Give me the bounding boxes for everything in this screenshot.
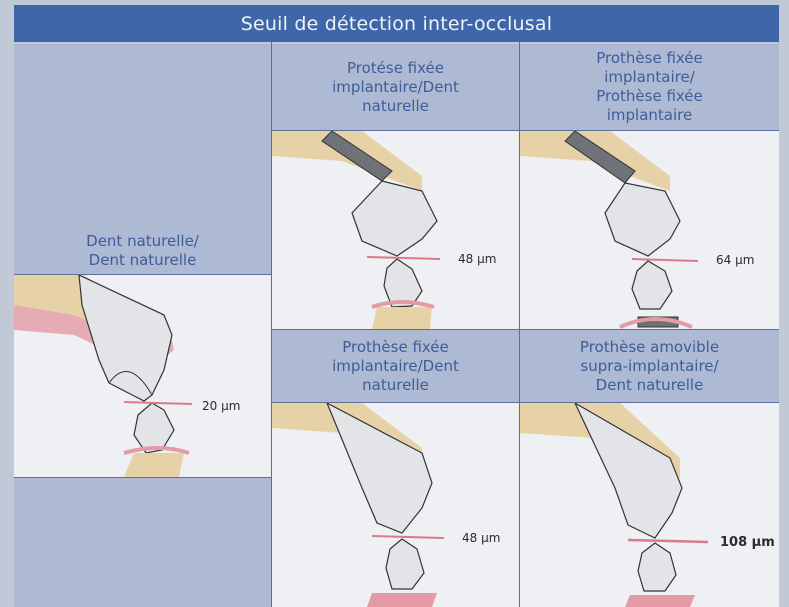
label-prothese-fixee-dent-bottom: Prothèse fixée implantaire/Dent naturell… <box>272 330 519 402</box>
grid-divider <box>14 274 271 275</box>
measurement-label: 48 µm <box>458 252 496 266</box>
grid-divider <box>519 42 520 607</box>
measurement-label: 48 µm <box>462 531 500 545</box>
panel-dent-naturelle: 20 µm <box>14 275 271 477</box>
tooth-illustration-implant-natural <box>272 131 519 329</box>
label-line: naturelle <box>362 97 429 116</box>
measurement-label: 20 µm <box>202 399 240 413</box>
panel-prothese-amovible-dent: 108 µm <box>520 403 779 607</box>
label-line: Dent naturelle <box>596 376 704 395</box>
empty-cell-bottom-left <box>14 478 271 607</box>
tooth-illustration-natural <box>14 275 271 477</box>
label-line: implantaire <box>607 106 692 125</box>
label-line: naturelle <box>362 376 429 395</box>
grid-divider <box>271 42 272 607</box>
grid-divider <box>272 130 779 131</box>
panel-prothese-fixee-dent-bottom: 48 µm <box>272 403 519 607</box>
label-line: Protése fixée <box>347 59 444 78</box>
diagram-title: Seuil de détection inter-occlusal <box>14 5 779 42</box>
label-line: Prothèse fixée <box>596 87 703 106</box>
panel-prothese-fixee-prothese-fixee: 64 µm <box>520 131 779 329</box>
label-prothese-fixee-prothese-fixee: Prothèse fixée implantaire/ Prothèse fix… <box>520 44 779 130</box>
measurement-label: 108 µm <box>720 535 775 550</box>
panel-prothese-fixee-dent-top: 48 µm <box>272 131 519 329</box>
label-line: Dent naturelle <box>89 251 197 270</box>
measurement-label: 64 µm <box>716 253 754 267</box>
label-line: Dent naturelle/ <box>86 232 199 251</box>
tooth-illustration-implant-natural-2 <box>272 403 519 607</box>
label-line: implantaire/Dent <box>332 357 459 376</box>
grid-divider <box>272 329 779 330</box>
label-line: implantaire/ <box>604 68 695 87</box>
label-line: supra-implantaire/ <box>580 357 718 376</box>
label-prothese-amovible-dent: Prothèse amovible supra-implantaire/ Den… <box>520 330 779 402</box>
tooth-illustration-implant-implant <box>520 131 779 329</box>
label-line: Prothèse fixée <box>342 338 449 357</box>
label-line: Prothèse fixée <box>596 49 703 68</box>
label-dent-naturelle: Dent naturelle/ Dent naturelle <box>14 200 271 274</box>
label-line: Prothèse amovible <box>580 338 719 357</box>
label-prothese-fixee-dent-top: Protése fixée implantaire/Dent naturelle <box>272 44 519 130</box>
grid-divider <box>272 402 779 403</box>
tooth-illustration-removable-natural <box>520 403 779 607</box>
grid-divider <box>14 477 271 478</box>
label-line: implantaire/Dent <box>332 78 459 97</box>
